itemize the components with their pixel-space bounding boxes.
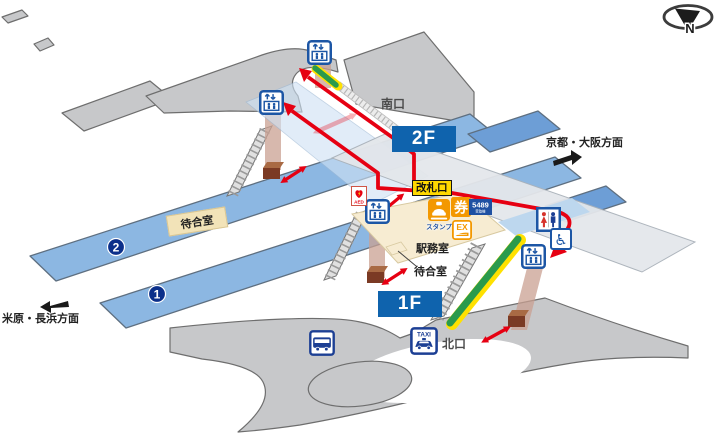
double-arrow — [312, 113, 358, 134]
svg-text:TAXI: TAXI — [417, 332, 431, 339]
svg-text:5489: 5489 — [472, 201, 489, 210]
wheelchair-icon: ♿ — [550, 228, 572, 250]
svg-text:♿: ♿ — [554, 231, 567, 249]
platform-2-badge — [106, 237, 126, 257]
stamp-icon-label: スタンプ — [426, 224, 452, 231]
elevator-icon — [521, 244, 546, 269]
direction-west-label: 米原・長浜方面 — [2, 313, 79, 325]
west-direction-arrow — [40, 301, 69, 313]
platform-badges: 2 1 — [106, 237, 167, 304]
rotary-island — [307, 360, 413, 408]
svg-text:受取機: 受取機 — [475, 209, 486, 214]
route-arrowheads — [283, 68, 567, 258]
direction-east-label: 京都・大阪方面 — [546, 137, 623, 149]
floor-2f-badge: 2F — [392, 126, 456, 152]
ex-reservation-icon: EX — [452, 220, 472, 240]
south-exit-label: 南口 — [381, 97, 406, 111]
double-arrow — [481, 326, 511, 343]
svg-text:N: N — [685, 21, 694, 36]
waiting-room-pointer — [397, 250, 417, 267]
elevator-icon — [307, 40, 332, 65]
platform-1-number: 1 — [154, 288, 161, 302]
svg-text:EX: EX — [456, 222, 468, 232]
waiting-room-concourse-label: 待合室 — [414, 266, 447, 278]
elevator-icon — [365, 199, 390, 224]
ticket-machine-icon: 券 — [451, 197, 471, 217]
taxi-icon: TAXI — [410, 327, 438, 355]
north-vertical-access — [429, 234, 543, 330]
escalator-south — [311, 64, 343, 91]
aed-icon: AED — [351, 186, 367, 206]
floor-1f-badge: 1F — [378, 291, 442, 317]
ticket-gate-label: 改札口 — [412, 180, 452, 197]
waiting-room-1f-area — [385, 241, 408, 256]
road-stub — [1, 9, 29, 24]
road-stub — [33, 37, 55, 52]
platform-1-badge — [147, 284, 167, 304]
bus-icon — [309, 330, 335, 356]
platform-2-number: 2 — [113, 241, 120, 255]
north-plaza — [169, 297, 689, 433]
svg-text:券: 券 — [454, 200, 469, 217]
north-exit-label: 北口 — [442, 337, 467, 351]
east-direction-arrow — [553, 150, 582, 166]
south-road — [343, 31, 475, 125]
stamp-icon — [428, 199, 450, 221]
station-office-label: 駅務室 — [416, 243, 449, 255]
elevator-icon — [259, 90, 284, 115]
double-arrow — [280, 166, 307, 183]
double-arrow — [381, 268, 408, 285]
compass-north-icon: N — [660, 2, 718, 38]
road-band — [61, 80, 173, 132]
svg-text:AED: AED — [354, 200, 364, 205]
toilet-icon — [536, 207, 561, 232]
south-roads — [1, 9, 475, 132]
elevator-cab — [263, 162, 388, 283]
platform-2-east — [467, 110, 561, 153]
